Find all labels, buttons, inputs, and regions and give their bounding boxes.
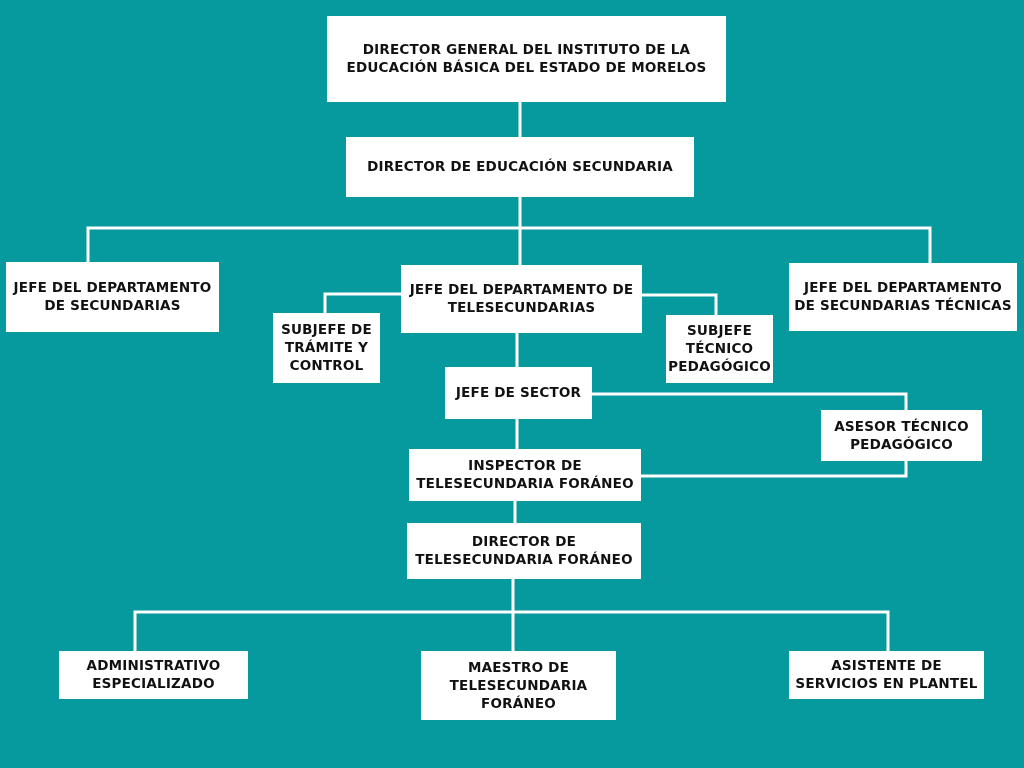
node-subjefe-tramite-label: SUBJEFE DE TRÁMITE Y CONTROL [281,322,372,374]
line-tele-to-subjefe-tramite [323,292,406,316]
node-director-secundaria: DIRECTOR DE EDUCACIÓN SECUNDARIA [346,137,694,197]
node-director-telesecundaria-label: DIRECTOR DE TELESECUNDARIA FORÁNEO [415,534,633,568]
node-jefe-telesecundarias: JEFE DEL DEPARTAMENTO DE TELESECUNDARIAS [401,265,642,333]
node-jefe-telesecundarias-label: JEFE DEL DEPARTAMENTO DE TELESECUNDARIAS [409,282,634,316]
node-subjefe-tecnico-label: SUBJEFE TÉCNICO PEDAGÓGICO [668,323,771,375]
node-jefe-tecnicas-label: JEFE DEL DEPARTAMENTO DE SECUNDARIAS TÉC… [794,280,1012,314]
node-jefe-secundarias: JEFE DEL DEPARTAMENTO DE SECUNDARIAS [6,262,219,332]
node-asesor-tecnico-label: ASESOR TÉCNICO PEDAGÓGICO [834,418,969,453]
line-sector-asesor-loop [589,392,908,413]
node-asistente-label: ASISTENTE DE SERVICIOS EN PLANTEL [795,658,978,692]
node-maestro-label: MAESTRO DE TELESECUNDARIA FORÁNEO [449,659,588,712]
node-jefe-sector-label: JEFE DE SECTOR [455,385,582,401]
node-jefe-secundarias-label: JEFE DEL DEPARTAMENTO DE SECUNDARIAS [13,280,212,314]
node-subjefe-tecnico: SUBJEFE TÉCNICO PEDAGÓGICO [666,315,773,383]
node-asistente: ASISTENTE DE SERVICIOS EN PLANTEL [789,651,984,699]
node-inspector-label: INSPECTOR DE TELESECUNDARIA FORÁNEO [416,458,634,492]
node-jefe-sector: JEFE DE SECTOR [445,367,592,419]
node-asesor-tecnico: ASESOR TÉCNICO PEDAGÓGICO [821,410,982,461]
node-director-general: DIRECTOR GENERAL DEL INSTITUTO DE LA EDU… [327,16,726,102]
node-subjefe-tramite: SUBJEFE DE TRÁMITE Y CONTROL [273,313,380,383]
node-maestro: MAESTRO DE TELESECUNDARIA FORÁNEO [421,651,616,720]
node-director-secundaria-label: DIRECTOR DE EDUCACIÓN SECUNDARIA [367,159,673,175]
line-asesor-to-inspector [639,458,908,478]
node-jefe-tecnicas: JEFE DEL DEPARTAMENTO DE SECUNDARIAS TÉC… [789,263,1017,331]
node-director-telesecundaria: DIRECTOR DE TELESECUNDARIA FORÁNEO [407,523,641,579]
line-tele-to-subjefe-tecnico [640,293,718,318]
node-administrativo: ADMINISTRATIVO ESPECIALIZADO [59,651,248,699]
node-director-general-label: DIRECTOR GENERAL DEL INSTITUTO DE LA EDU… [346,42,707,76]
node-inspector: INSPECTOR DE TELESECUNDARIA FORÁNEO [409,449,641,501]
node-administrativo-label: ADMINISTRATIVO ESPECIALIZADO [86,658,221,692]
